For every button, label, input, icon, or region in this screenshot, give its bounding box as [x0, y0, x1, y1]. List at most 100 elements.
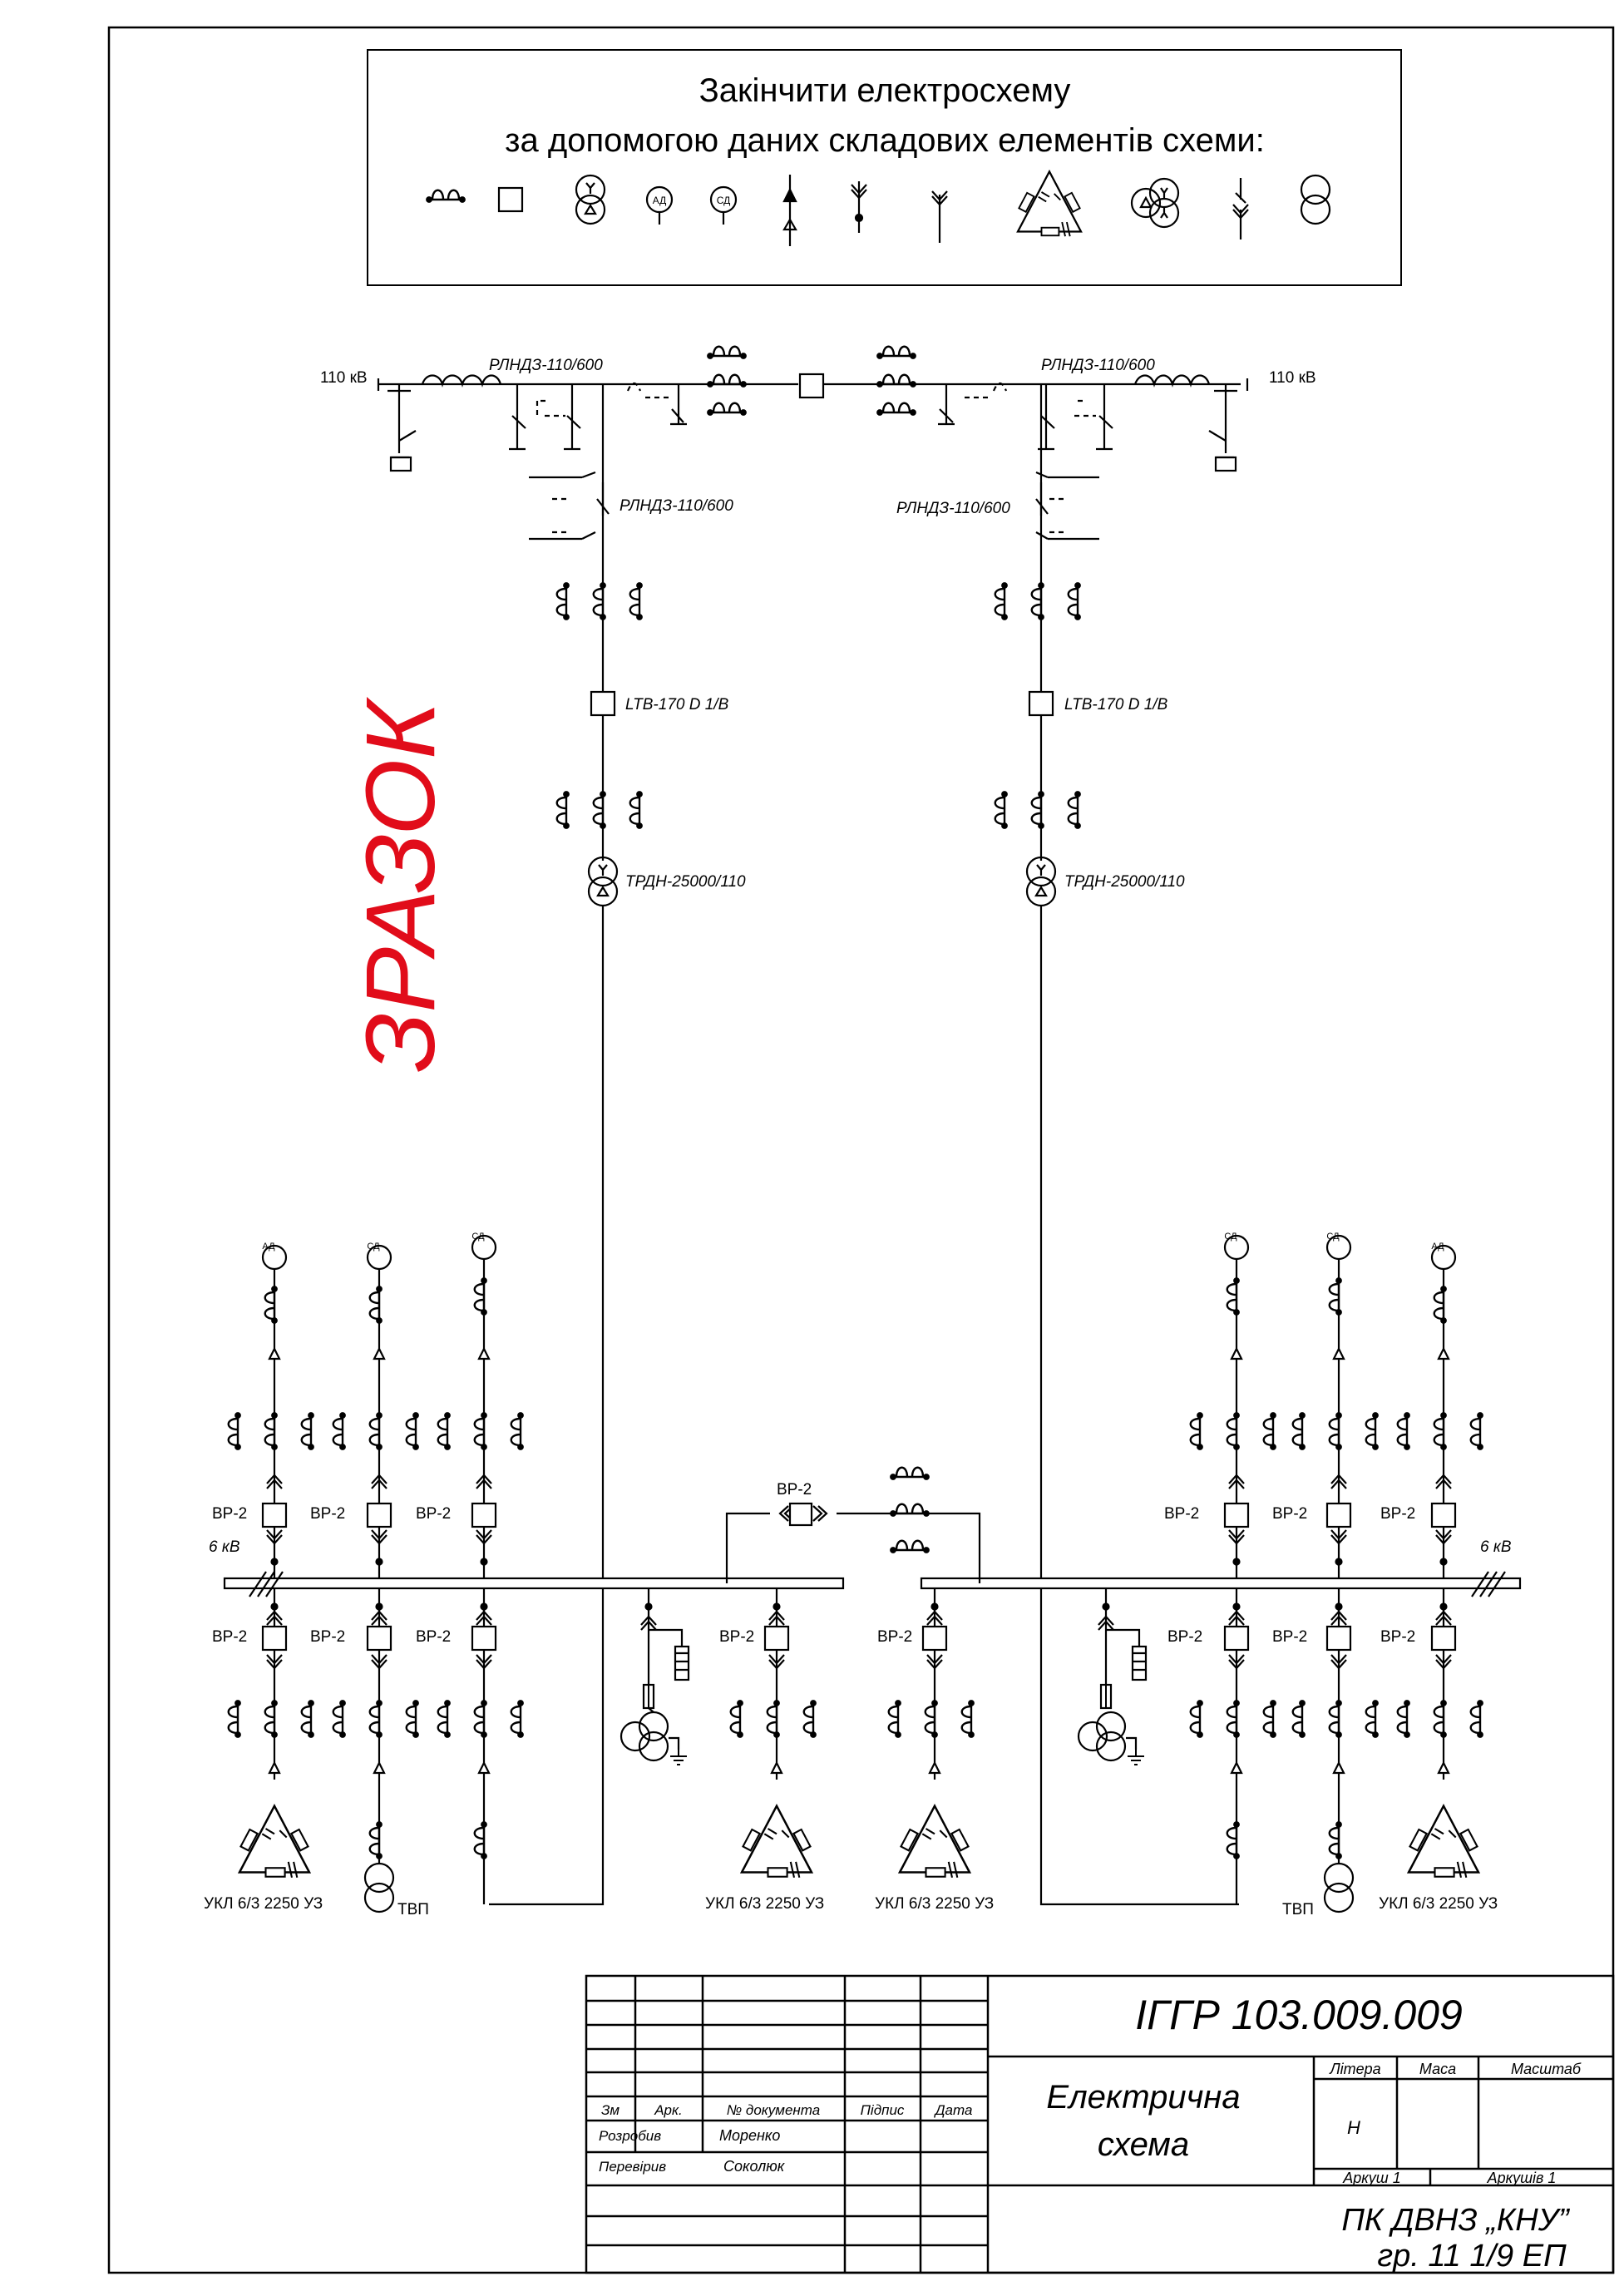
developer-name: Моренко: [719, 2127, 780, 2144]
col-signature: Підпис: [861, 2102, 905, 2118]
label-vr2-lt-3: ВР-2: [416, 1505, 451, 1523]
lv-6kv-section: [223, 1234, 1522, 1913]
col-zm: Зм: [601, 2102, 619, 2118]
svg-text:АД: АД: [653, 195, 667, 206]
label-vr2-rt-1: ВР-2: [1164, 1505, 1199, 1523]
label-vr2-lt-2: ВР-2: [310, 1505, 345, 1523]
label-capacitor-3: УКЛ 6/3 2250 УЗ: [875, 1895, 994, 1913]
feeder-left-3-top: [437, 1234, 524, 1578]
legend-symbols: АД СД: [426, 170, 1331, 246]
label-vr2-lb-1: ВР-2: [212, 1628, 247, 1646]
label-disconnector-riser-right: РЛНДЗ-110/600: [896, 500, 1010, 517]
row-developed: Розробив: [599, 2128, 661, 2144]
aux-left: [619, 1588, 690, 1766]
header-litera: Літера: [1329, 2061, 1380, 2077]
feeder-left-3-bottom: [437, 1588, 524, 1904]
feeder-right-3-top: [1396, 1244, 1484, 1578]
label-110kv-right: 110 кВ: [1269, 369, 1316, 387]
label-vr2-lb-2: ВР-2: [310, 1628, 345, 1646]
feeder-right-cap-1: [887, 1588, 975, 1879]
header-masa: Маса: [1419, 2061, 1456, 2077]
sheets-total: Аркушів 1: [1487, 2170, 1557, 2186]
feeder-left-2-bottom: [332, 1588, 419, 1913]
col-date: Дата: [934, 2102, 973, 2118]
title-block-text: ІГГР 103.009.009 Зм Арк. № документа Під…: [599, 1992, 1582, 2274]
legend-capacitor-bank-icon: [1016, 170, 1083, 238]
feeder-left-2-top: [332, 1244, 419, 1578]
organization-line-2: гр. 11 1/9 ЕП: [1377, 2239, 1567, 2274]
label-motor-sd-left-1: СД: [367, 1242, 380, 1252]
feeder-right-1-bottom: [1189, 1588, 1277, 1904]
col-ark: Арк.: [654, 2102, 683, 2118]
feeder-right-1-top: [1189, 1234, 1277, 1578]
legend-sync-motor-icon: СД: [709, 185, 738, 225]
hv-110kv-section: [377, 345, 1249, 1906]
label-110kv-left: 110 кВ: [320, 369, 368, 387]
label-vr2-lt-1: ВР-2: [212, 1505, 247, 1523]
feeder-right-2-top: [1291, 1234, 1380, 1578]
feeder-left-1-bottom: [227, 1588, 314, 1879]
document-code: ІГГР 103.009.009: [1135, 1992, 1463, 2038]
label-motor-ad-right: АД: [1431, 1242, 1444, 1252]
label-vr2-lb-4: ВР-2: [719, 1628, 754, 1646]
label-aux-transformer-left: ТВП: [397, 1901, 429, 1918]
label-aux-transformer-right: ТВП: [1282, 1901, 1314, 1918]
sample-watermark: ЗРАЗОК: [346, 696, 456, 1073]
title-line-2: схема: [1098, 2126, 1189, 2163]
row-checked: Перевірив: [599, 2159, 666, 2175]
litera-value: Н: [1347, 2117, 1360, 2138]
feeder-right-2-bottom: [1291, 1588, 1380, 1913]
legend-two-winding-transformer-icon: [1300, 174, 1331, 225]
label-vr2-rb-1: ВР-2: [877, 1628, 912, 1646]
legend-disconnector-icon: [1232, 178, 1250, 239]
label-disconnector-left: РЛНДЗ-110/600: [489, 357, 603, 374]
label-6kv-right: 6 кВ: [1480, 1538, 1512, 1556]
task-line-1: Закінчити електросхему: [699, 72, 1071, 109]
label-transformer-right: ТРДН-25000/110: [1064, 873, 1185, 891]
label-vr2-lb-3: ВР-2: [416, 1628, 451, 1646]
label-capacitor-4: УКЛ 6/3 2250 УЗ: [1379, 1895, 1498, 1913]
sheet-number: Аркуш 1: [1342, 2170, 1400, 2186]
label-vr2-rb-2: ВР-2: [1167, 1628, 1202, 1646]
legend-transformer-icon: [575, 174, 606, 225]
legend-cable-icon: [782, 175, 797, 246]
title-line-1: Електрична: [1046, 2079, 1240, 2116]
legend-three-winding-transformer-icon: [1130, 177, 1180, 229]
feeder-left-1-top: [227, 1244, 314, 1578]
drawing-frame: [107, 26, 1615, 2274]
lv-labels: 6 кВ 6 кВ АД СД СД СД СД АД ВР-2 ВР-2 ВР…: [204, 1232, 1512, 1918]
label-motor-ad-left: АД: [262, 1242, 275, 1252]
label-vr2-rb-3: ВР-2: [1272, 1628, 1307, 1646]
header-masshtab: Масштаб: [1511, 2061, 1582, 2077]
label-vr2-rb-4: ВР-2: [1380, 1628, 1415, 1646]
feeder-right-3-bottom: [1396, 1588, 1484, 1879]
label-transformer-left: ТРДН-25000/110: [625, 873, 746, 891]
label-capacitor-2: УКЛ 6/3 2250 УЗ: [705, 1895, 824, 1913]
title-block: [585, 1974, 1615, 2274]
aux-right: [1077, 1588, 1148, 1766]
label-vr2-rt-3: ВР-2: [1380, 1505, 1415, 1523]
organization-line-1: ПК ДВНЗ „КНУ”: [1341, 2203, 1571, 2238]
legend-async-motor-icon: АД: [645, 185, 674, 225]
label-motor-sd-right-2: СД: [1326, 1232, 1340, 1242]
label-disconnector-riser-left: РЛНДЗ-110/600: [619, 497, 733, 515]
label-6kv-left: 6 кВ: [209, 1538, 240, 1556]
legend-withdrawable-contact-icon: [850, 181, 868, 233]
label-vr2-tie: ВР-2: [777, 1481, 812, 1499]
legend-plug-contact-icon: [930, 190, 949, 243]
task-box: Закінчити електросхему за допомогою дани…: [367, 49, 1402, 286]
busbar-left: [223, 1577, 845, 1590]
checker-name: Соколюк: [723, 2158, 786, 2175]
label-disconnector-right: РЛНДЗ-110/600: [1041, 357, 1155, 374]
label-vr2-rt-2: ВР-2: [1272, 1505, 1307, 1523]
busbar-right: [920, 1577, 1522, 1590]
label-motor-sd-right-1: СД: [1224, 1232, 1237, 1242]
legend-breaker-icon: [497, 186, 524, 213]
task-line-2: за допомогою даних складових елементів с…: [505, 122, 1265, 159]
label-breaker-hv-left: LTB-170 D 1/B: [625, 696, 729, 713]
label-motor-sd-left-2: СД: [471, 1232, 485, 1242]
svg-text:СД: СД: [717, 195, 731, 206]
label-breaker-hv-right: LTB-170 D 1/B: [1064, 696, 1168, 713]
legend-current-transformer-icon: [426, 189, 466, 204]
